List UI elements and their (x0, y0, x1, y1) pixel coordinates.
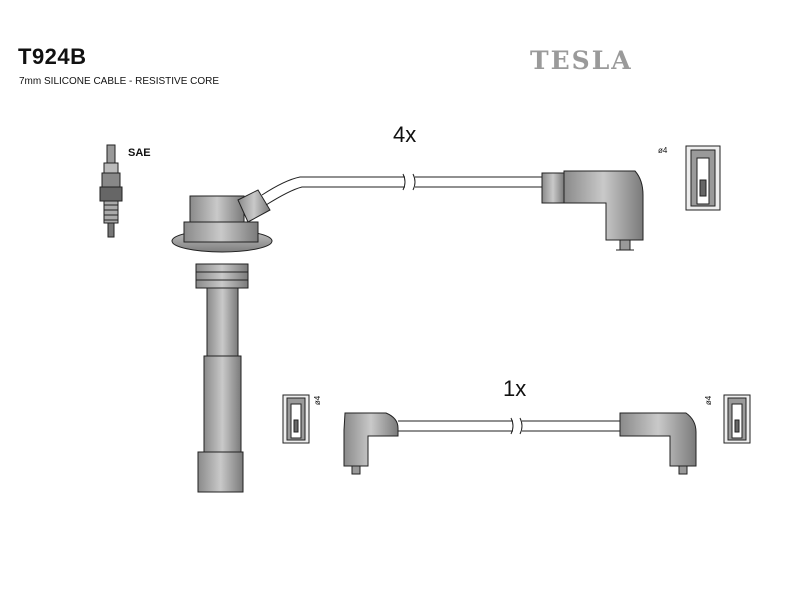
coil-lead-left-boot (343, 412, 399, 475)
plug-lead-long-cable (261, 173, 545, 206)
terminal-diameter-label-top: ø4 (658, 146, 668, 155)
cable-description: 7mm SILICONE CABLE - RESISTIVE CORE (19, 76, 220, 87)
quantity-coil-lead: 1x (503, 376, 527, 401)
quantity-plug-leads: 4x (393, 122, 417, 147)
coil-lead-cable (398, 417, 620, 435)
plug-lead-angled-boot (541, 170, 644, 251)
coil-lead-right-boot (619, 412, 697, 475)
terminal-detail-right (723, 394, 751, 444)
part-number: T924B (18, 44, 87, 69)
spark-plug-label: SAE (128, 147, 151, 159)
spark-plug (99, 144, 123, 238)
plug-lead-long-boot (171, 189, 273, 493)
terminal-detail-left (282, 394, 310, 444)
brand-logo: TESLA (530, 46, 633, 75)
terminal-detail-top (685, 145, 721, 211)
